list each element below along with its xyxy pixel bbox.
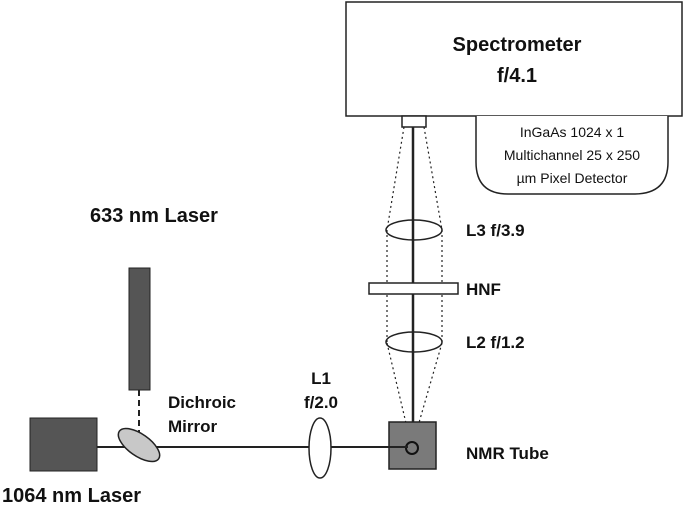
laser-1064-label: 1064 nm Laser	[2, 485, 141, 507]
spectrometer-fnumber: f/4.1	[497, 65, 537, 87]
holographic-notch-filter	[368, 282, 459, 295]
laser-1064-body	[29, 417, 98, 472]
lens-l1-fnumber: f/2.0	[304, 393, 338, 412]
lens-l2-label: L2 f/1.2	[466, 333, 525, 352]
lens-l3	[385, 219, 443, 241]
spectrometer-title: Spectrometer	[453, 34, 582, 56]
lens-l1	[308, 417, 332, 479]
laser-633-body	[128, 267, 151, 391]
detector-line-2: Multichannel 25 x 250	[504, 147, 640, 163]
lens-l3-label: L3 f/3.9	[466, 221, 525, 240]
detector-line-3: µm Pixel Detector	[517, 170, 628, 186]
nmr-tube-label: NMR Tube	[466, 444, 549, 463]
detector-line-1: InGaAs 1024 x 1	[520, 124, 625, 140]
spectrometer-box	[345, 1, 683, 117]
dichroic-label-line-1: Dichroic	[168, 393, 236, 412]
entrance-slit	[401, 115, 427, 128]
detector-outline	[475, 116, 669, 195]
lens-l2	[385, 331, 443, 353]
dichroic-label-line-2: Mirror	[168, 417, 218, 436]
hnf-label: HNF	[466, 280, 501, 299]
lens-l1-name: L1	[311, 369, 331, 388]
laser-633-label: 633 nm Laser	[90, 205, 218, 227]
dichroic-mirror	[117, 427, 161, 463]
